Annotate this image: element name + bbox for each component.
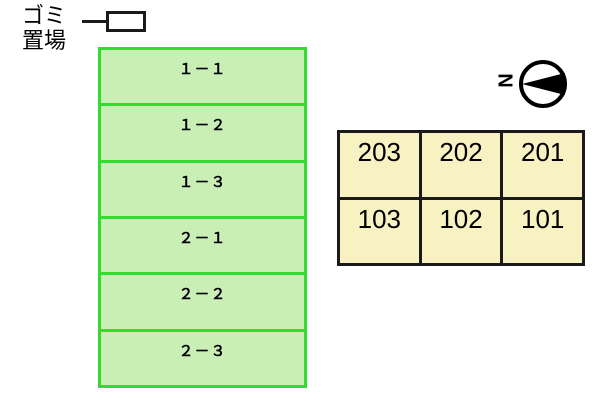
room-number-label: 101 xyxy=(520,203,565,234)
compass-north-letter: N xyxy=(495,73,518,88)
room-number-label: 203 xyxy=(357,137,402,167)
unit-label: １－３ xyxy=(178,172,227,191)
building-unit-row: １－１ xyxy=(101,50,304,107)
garbage-area-label-line1: ゴミ xyxy=(22,4,67,29)
building-unit-row: ２－２ xyxy=(101,275,304,332)
building-unit-row: １－２ xyxy=(101,106,304,163)
building-unit-row: ２－３ xyxy=(101,332,304,385)
room-grid-row: 203 202 201 xyxy=(340,133,582,200)
garbage-area-box xyxy=(106,11,146,32)
room-number-label: 201 xyxy=(520,137,565,167)
unit-label: ２－１ xyxy=(178,228,227,247)
room-number-label: 102 xyxy=(439,203,483,234)
building-block: １－１ １－２ １－３ ２－１ ２－２ ２－３ xyxy=(98,47,307,388)
north-arrow-icon xyxy=(519,60,567,108)
unit-label: ２－３ xyxy=(178,341,227,360)
room-grid-cell: 203 xyxy=(340,133,422,197)
room-grid-cell: 103 xyxy=(340,199,422,263)
building-unit-row: １－３ xyxy=(101,163,304,219)
garbage-area-label: ゴミ 置場 xyxy=(22,4,94,54)
room-grid-row: 103 102 101 xyxy=(340,199,582,264)
compass: N xyxy=(496,58,574,110)
room-grid-cell: 101 xyxy=(503,200,582,264)
building-unit-row: ２－１ xyxy=(101,219,304,276)
unit-label: ２－２ xyxy=(178,285,227,304)
room-grid-cell: 202 xyxy=(422,133,504,197)
room-grid-cell: 201 xyxy=(503,133,582,197)
room-grid: 203 202 201 103 102 101 xyxy=(337,130,585,266)
room-number-label: 202 xyxy=(439,137,483,167)
garbage-area-leader-line xyxy=(82,20,127,23)
unit-label: １－２ xyxy=(178,116,227,135)
room-grid-cell: 102 xyxy=(422,199,504,263)
garbage-area-label-line2: 置場 xyxy=(22,29,67,54)
unit-label: １－１ xyxy=(178,60,227,78)
room-number-label: 103 xyxy=(357,203,402,234)
